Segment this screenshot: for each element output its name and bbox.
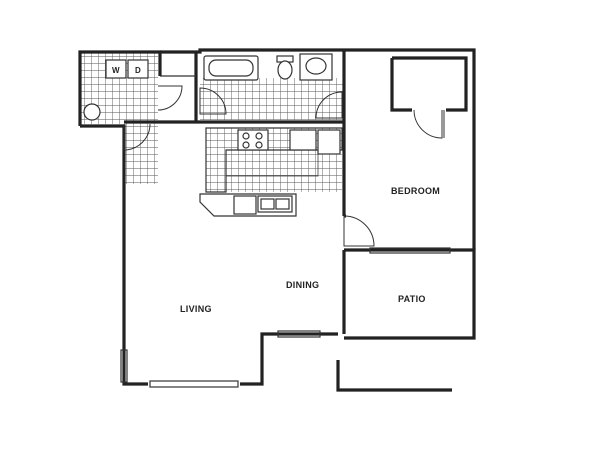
bathroom-fixtures: [203, 53, 333, 81]
water-heater: [83, 103, 101, 121]
tub-basin: [208, 59, 254, 77]
burner-icon: [242, 141, 250, 149]
sink-basin: [260, 198, 275, 210]
burner-icon: [242, 132, 250, 140]
sink-basin: [275, 198, 290, 210]
door-swing: [123, 123, 151, 151]
bathtub: [203, 55, 259, 81]
washer-label: W: [112, 66, 120, 75]
window: [149, 380, 239, 388]
room-label-bedroom: BEDROOM: [391, 186, 440, 196]
breakfast-bar: [199, 193, 297, 217]
lavatory-sink: [305, 57, 327, 75]
dryer-label: D: [135, 66, 141, 75]
door-swing: [199, 87, 227, 115]
walls: [78, 48, 476, 392]
kitchen-sink: [257, 195, 293, 213]
room-label-dining: DINING: [286, 280, 319, 290]
window: [369, 247, 451, 254]
kitchen-counter: [205, 127, 343, 193]
kitchen-counters: [199, 127, 343, 217]
stove: [237, 129, 269, 151]
hall-tile: [124, 122, 158, 184]
door-swing: [157, 85, 183, 111]
door-swing: [315, 91, 343, 119]
vanity: [299, 53, 333, 81]
doors: [123, 85, 445, 247]
burner-icon: [255, 132, 263, 140]
laundry: W D: [83, 59, 149, 121]
room-label-living: LIVING: [180, 304, 212, 314]
door-swing: [343, 215, 375, 247]
pantry: [317, 129, 341, 155]
room-label-patio: PATIO: [398, 294, 426, 304]
dryer: [127, 59, 149, 79]
burner-icon: [255, 141, 263, 149]
toilet-bowl: [277, 60, 293, 80]
washer: [105, 59, 127, 79]
windows: [120, 247, 451, 388]
dishwasher: [233, 195, 257, 215]
door-swing: [413, 109, 443, 139]
window: [277, 330, 321, 338]
room-labels: LIVING DINING BEDROOM PATIO: [180, 186, 440, 314]
window: [120, 349, 128, 383]
refrigerator: [289, 129, 317, 151]
bath-tile: [200, 78, 344, 120]
